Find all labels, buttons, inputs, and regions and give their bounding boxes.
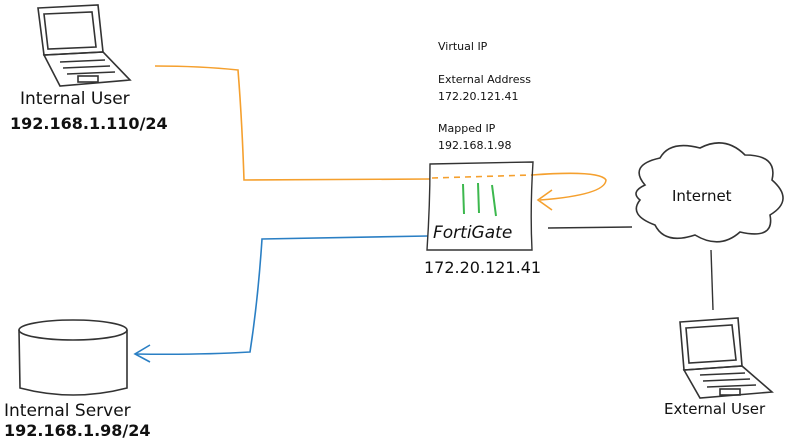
vip-external-label: External Address — [438, 73, 531, 86]
vip-mapped-label: Mapped IP — [438, 122, 496, 135]
internet-external-link — [710, 249, 714, 311]
internal-server-label: Internal Server — [4, 401, 131, 421]
fortigate-device — [426, 161, 534, 251]
internet-cloud-icon — [635, 142, 784, 243]
blue-traffic-path — [133, 235, 429, 363]
internal-server-icon — [18, 319, 128, 396]
fortigate-ip: 172.20.121.41 — [424, 258, 542, 277]
external-user-laptop-icon — [679, 317, 774, 399]
internal-user-label: Internal User — [20, 89, 130, 109]
vip-external-value: 172.20.121.41 — [438, 90, 519, 103]
internal-user-laptop-icon — [37, 4, 132, 87]
orange-traffic-path — [154, 65, 607, 211]
external-user-label: External User — [664, 400, 766, 418]
internet-label: Internet — [672, 187, 732, 205]
fortigate-label: FortiGate — [433, 223, 513, 243]
vip-title: Virtual IP — [438, 40, 488, 53]
fortigate-internet-link — [547, 226, 633, 229]
fortigate-status-lines-icon — [462, 182, 497, 217]
internal-server-ip: 192.168.1.98/24 — [4, 421, 151, 440]
vip-mapped-value: 192.168.1.98 — [438, 139, 512, 152]
internal-user-ip: 192.168.1.110/24 — [10, 114, 168, 133]
